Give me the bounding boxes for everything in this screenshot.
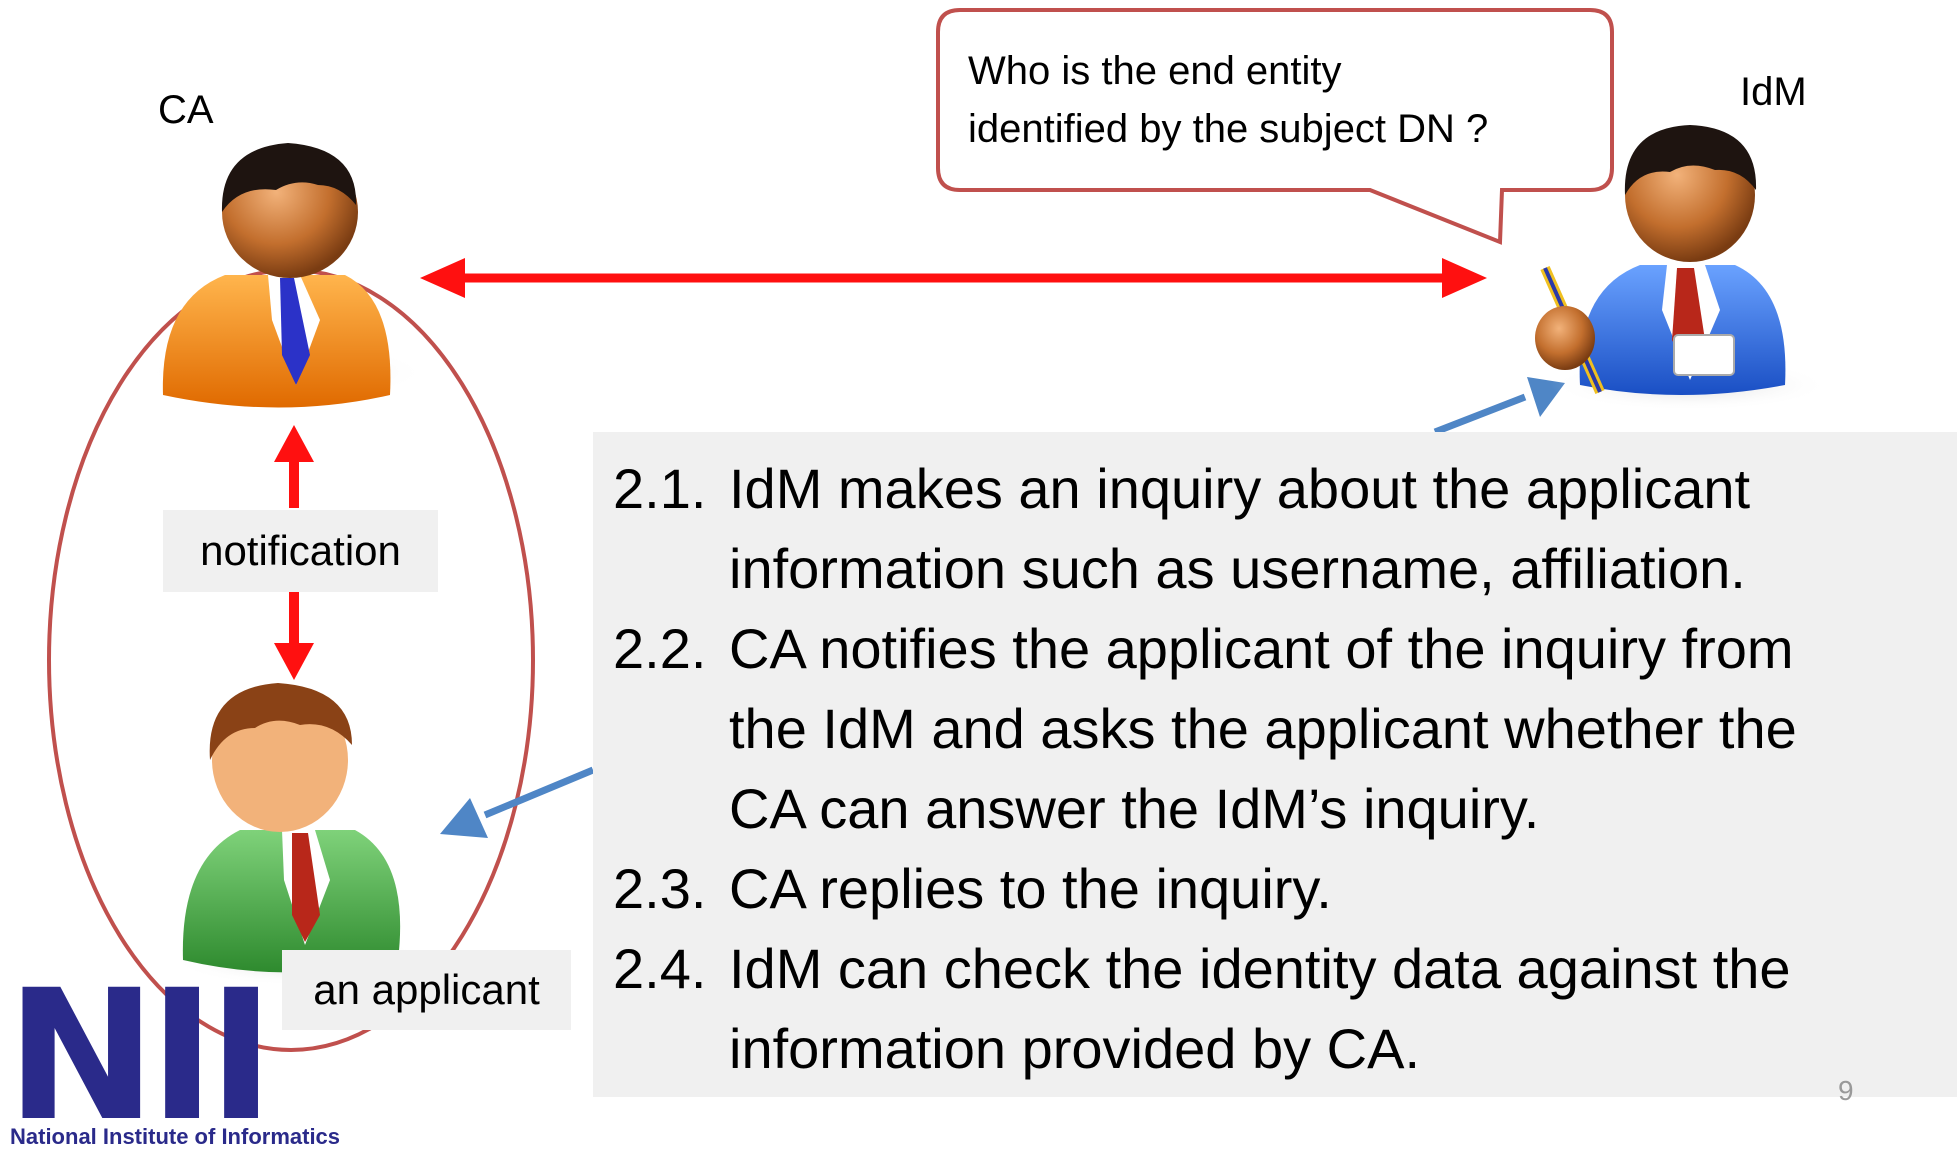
step-item: 2.4. IdM can check the identity data aga… <box>613 929 1957 1089</box>
blue-arrow-to-applicant <box>440 766 595 838</box>
applicant-text: an applicant <box>313 966 540 1013</box>
callout-text: Who is the end entity identified by the … <box>968 42 1588 158</box>
step-line: information provided by CA. <box>729 1017 1421 1080</box>
callout-line: Who is the end entity <box>968 49 1342 93</box>
step-line: information such as username, affiliatio… <box>729 537 1746 600</box>
callout-bubble <box>936 8 1614 245</box>
applicant-person-icon <box>170 683 430 986</box>
step-item: 2.1. IdM makes an inquiry about the appl… <box>613 449 1957 609</box>
ca-person-icon <box>146 143 426 408</box>
step-line: CA replies to the inquiry. <box>729 857 1332 920</box>
notification-double-arrow <box>274 425 314 680</box>
nii-logo-icon: NII <box>6 952 275 1161</box>
step-number: 2.1. <box>613 457 707 520</box>
step-line: CA can answer the IdM’s inquiry. <box>729 777 1540 840</box>
step-line: IdM makes an inquiry about the applicant <box>729 457 1751 520</box>
notification-text: notification <box>200 527 401 574</box>
step-line: IdM can check the identity data against … <box>729 937 1791 1000</box>
step-number: 2.2. <box>613 617 707 680</box>
step-item: 2.3. CA replies to the inquiry. <box>613 849 1957 929</box>
callout-line: identified by the subject DN ? <box>968 107 1489 151</box>
step-line: the IdM and asks the applicant whether t… <box>729 697 1797 760</box>
step-number: 2.3. <box>613 857 707 920</box>
idm-person-icon <box>1535 125 1830 411</box>
notification-label: notification <box>163 510 438 592</box>
nii-logo-name: National Institute of Informatics <box>10 1124 341 1149</box>
steps-panel: 2.1. IdM makes an inquiry about the appl… <box>593 432 1957 1097</box>
step-line: CA notifies the applicant of the inquiry… <box>729 617 1794 680</box>
page-number: 9 <box>1838 1075 1854 1106</box>
ca-label: CA <box>158 88 214 132</box>
applicant-label: an applicant <box>282 950 571 1030</box>
ca-idm-double-arrow <box>420 258 1487 298</box>
blue-arrow-to-idm <box>1433 377 1565 436</box>
step-item: 2.2. CA notifies the applicant of the in… <box>613 609 1957 849</box>
idm-label: IdM <box>1740 70 1807 114</box>
step-number: 2.4. <box>613 937 707 1000</box>
